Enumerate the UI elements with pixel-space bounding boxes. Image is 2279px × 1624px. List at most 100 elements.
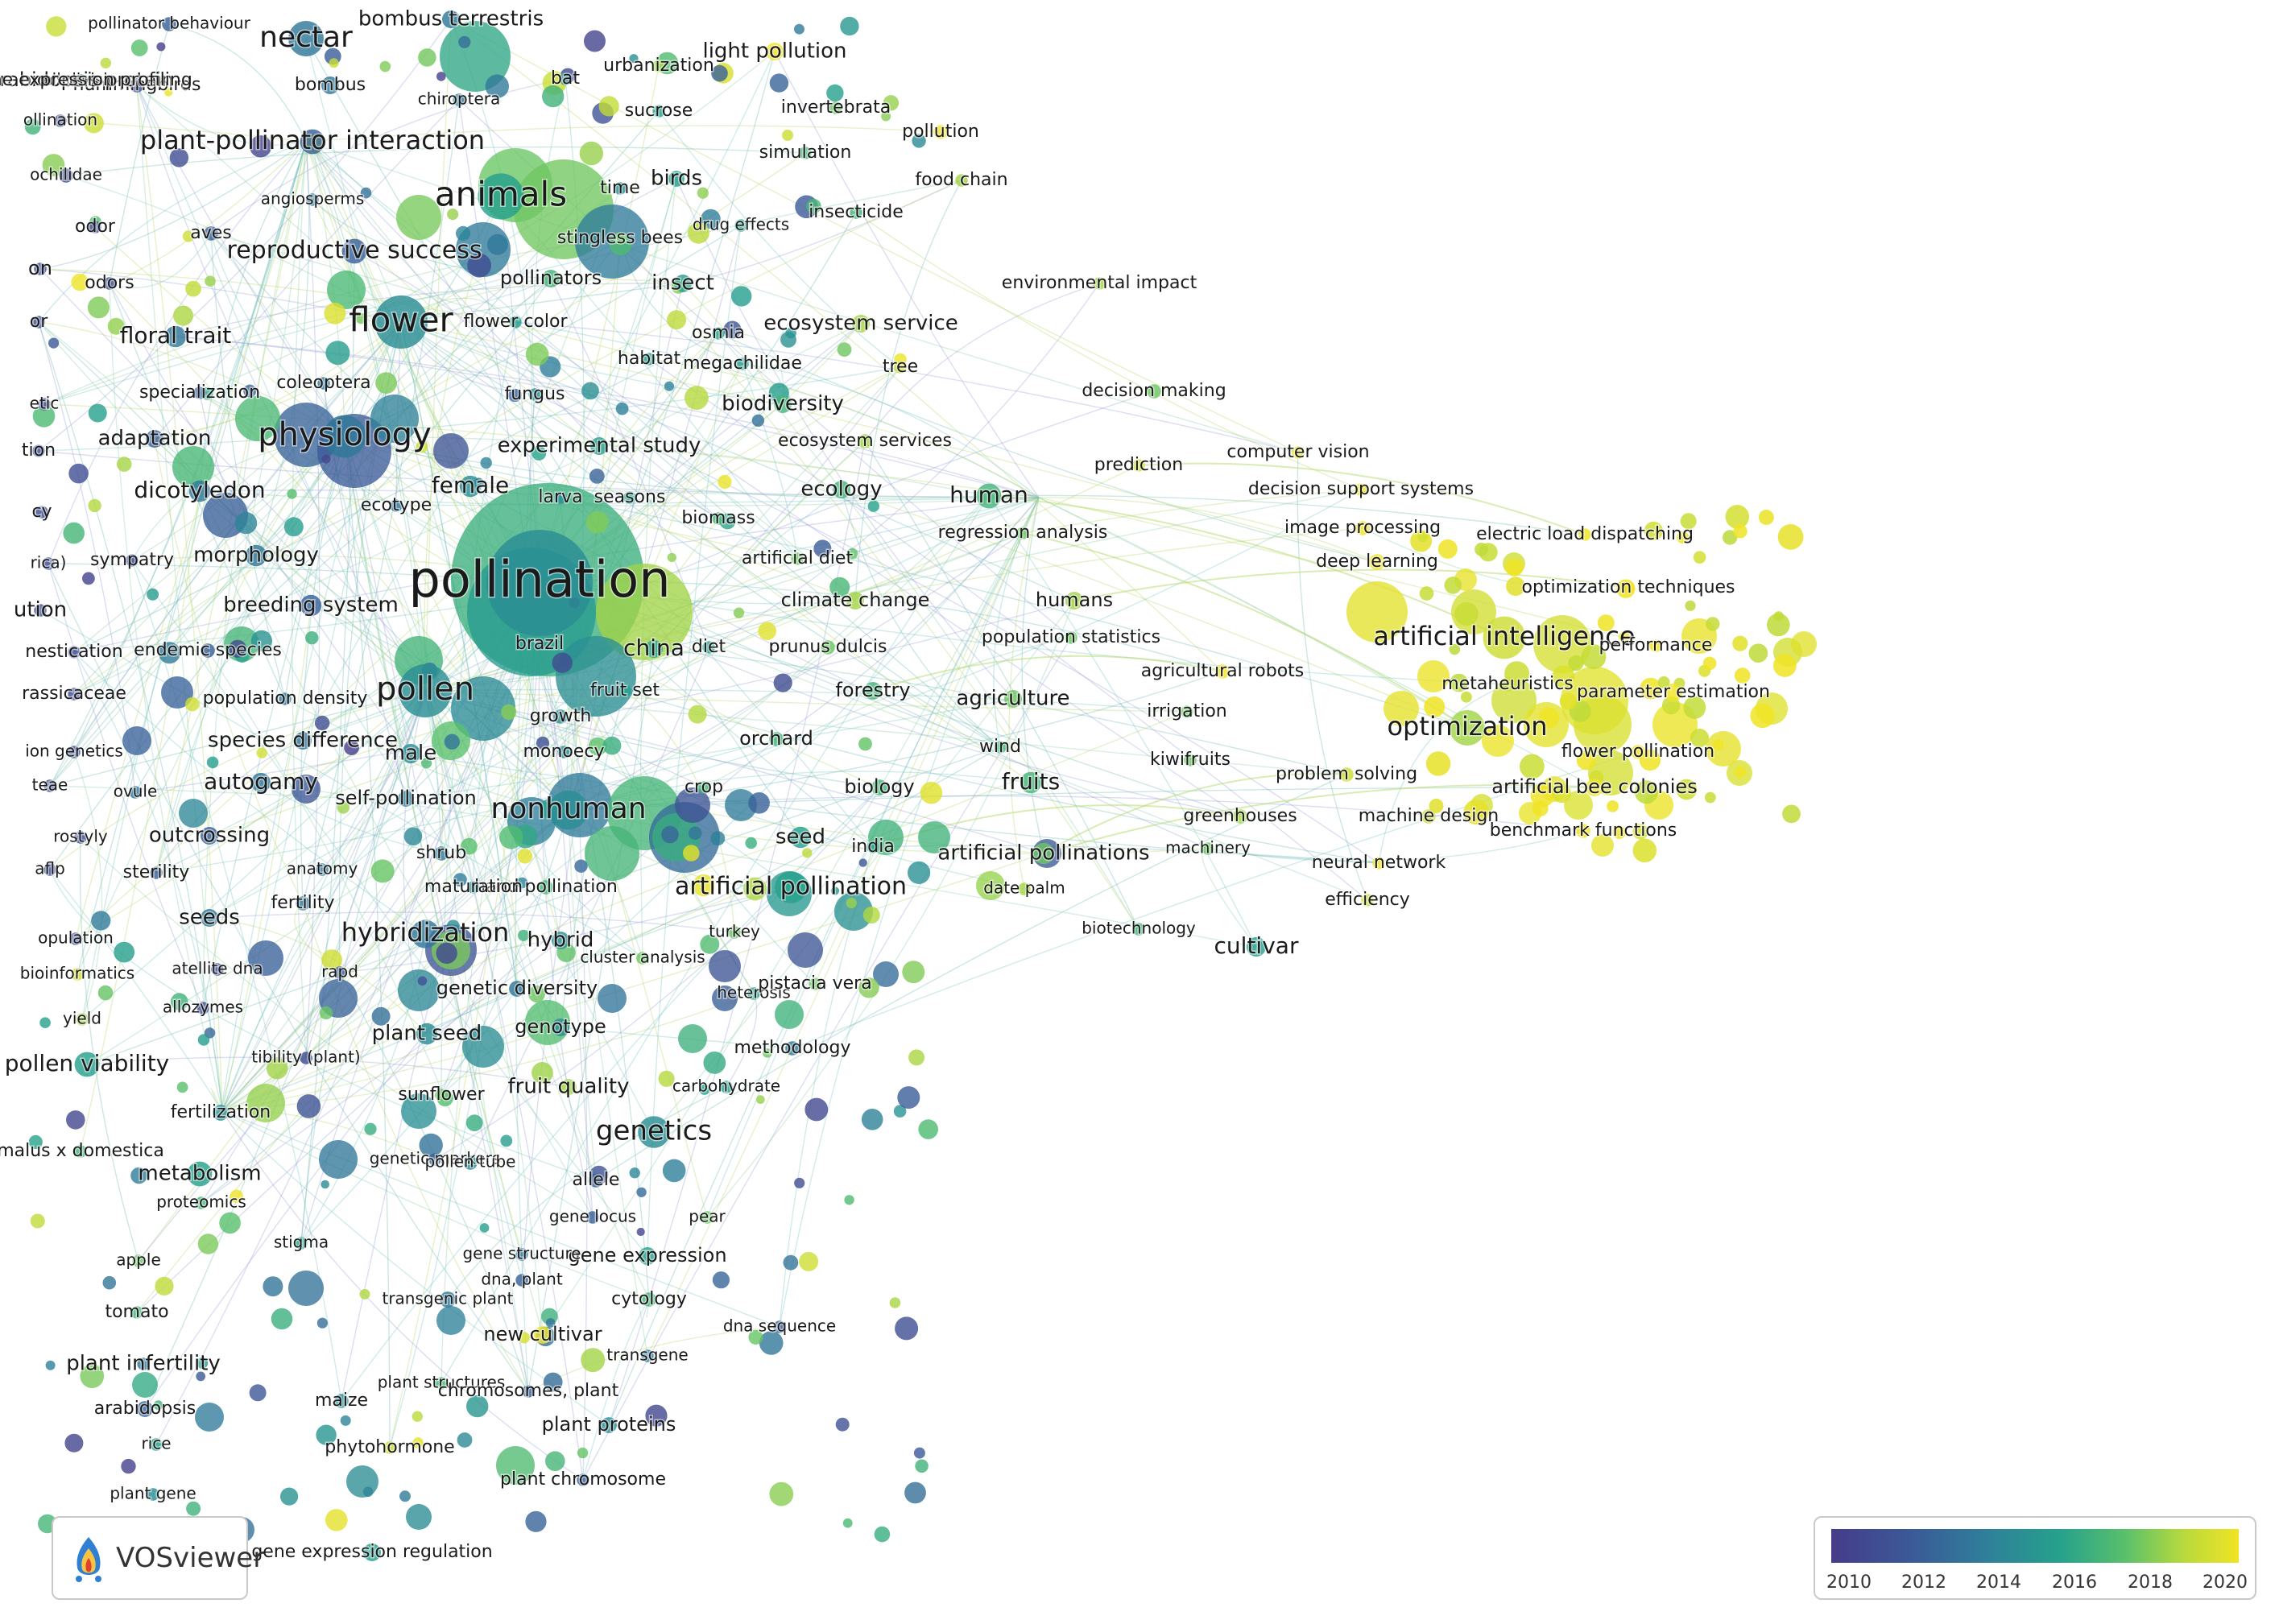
keyword-node[interactable] — [766, 43, 784, 60]
keyword-label[interactable]: bioinformatics — [19, 962, 135, 984]
node-dot[interactable] — [46, 16, 67, 37]
keyword-label[interactable]: biodiversity — [721, 391, 846, 417]
keyword-node[interactable] — [833, 481, 850, 498]
node-bubble[interactable] — [1706, 731, 1741, 767]
keyword-node[interactable] — [188, 480, 211, 502]
node-dot[interactable] — [545, 1318, 556, 1328]
node-dot[interactable] — [114, 941, 135, 963]
keyword-label[interactable]: nectar — [259, 20, 354, 56]
node-dot[interactable] — [1559, 692, 1577, 710]
node-dot[interactable] — [662, 1159, 686, 1183]
node-dot[interactable] — [842, 1518, 853, 1528]
keyword-label[interactable]: performance — [1598, 634, 1714, 657]
keyword-label[interactable]: morphology — [192, 542, 321, 568]
keyword-node[interactable] — [509, 316, 522, 329]
node-dot[interactable] — [42, 154, 65, 176]
keyword-label[interactable]: population statistics — [980, 626, 1161, 649]
keyword-node[interactable] — [1233, 809, 1247, 824]
node-bubble[interactable] — [556, 636, 636, 717]
node-dot[interactable] — [861, 1109, 883, 1130]
node-dot[interactable] — [1733, 524, 1748, 539]
node-dot[interactable] — [480, 457, 492, 469]
keyword-node[interactable] — [213, 1105, 229, 1121]
node-dot[interactable] — [1475, 543, 1488, 556]
keyword-node[interactable] — [1483, 616, 1526, 659]
keyword-label[interactable]: rassicaceae — [21, 683, 128, 705]
node-bubble[interactable] — [370, 395, 419, 443]
node-dot[interactable] — [1732, 635, 1748, 651]
keyword-node[interactable] — [317, 377, 330, 390]
node-dot[interactable] — [518, 929, 530, 941]
keyword-node[interactable] — [734, 219, 747, 232]
node-dot[interactable] — [1449, 643, 1461, 655]
node-dot[interactable] — [1520, 754, 1545, 779]
keyword-label[interactable]: wind — [978, 736, 1022, 758]
keyword-label[interactable]: stigma — [272, 1231, 329, 1253]
keyword-node[interactable] — [1361, 894, 1374, 907]
node-dot[interactable] — [271, 1308, 293, 1330]
node-bubble[interactable] — [235, 396, 280, 441]
keyword-label[interactable]: male — [383, 740, 437, 767]
keyword-node[interactable] — [1132, 459, 1145, 472]
keyword-label[interactable]: fruits — [1000, 767, 1061, 796]
node-dot[interactable] — [688, 705, 707, 724]
node-dot[interactable] — [447, 209, 459, 221]
keyword-label[interactable]: irrigation — [1146, 700, 1229, 723]
node-bubble[interactable] — [596, 564, 693, 660]
keyword-label[interactable]: ecotype — [359, 494, 432, 517]
node-dot[interactable] — [324, 302, 346, 324]
keyword-label[interactable]: plant infertility — [65, 1350, 222, 1377]
keyword-node[interactable] — [250, 772, 271, 793]
keyword-node[interactable] — [636, 952, 649, 965]
keyword-label[interactable]: drug effects — [691, 213, 790, 235]
keyword-node[interactable] — [416, 1023, 438, 1045]
keyword-label[interactable]: etic — [28, 392, 60, 414]
keyword-node[interactable] — [747, 987, 760, 1000]
node-dot[interactable] — [362, 1486, 374, 1498]
node-dot[interactable] — [844, 1195, 854, 1205]
keyword-node[interactable] — [32, 316, 45, 329]
node-dot[interactable] — [918, 1119, 938, 1139]
node-bubble[interactable] — [122, 726, 151, 755]
node-dot[interactable] — [344, 740, 359, 755]
node-dot[interactable] — [751, 414, 765, 427]
node-dot[interactable] — [1758, 510, 1774, 525]
keyword-node[interactable] — [435, 1377, 448, 1390]
node-bubble[interactable] — [775, 1000, 804, 1029]
node-dot[interactable] — [88, 403, 107, 423]
keyword-node[interactable] — [614, 182, 627, 195]
keyword-label[interactable]: simulation — [758, 142, 853, 164]
node-bubble[interactable] — [396, 195, 441, 240]
keyword-node[interactable] — [1016, 527, 1029, 539]
node-dot[interactable] — [1619, 631, 1630, 643]
keyword-node[interactable] — [411, 919, 440, 948]
keyword-node[interactable] — [68, 646, 81, 659]
node-bubble[interactable] — [1791, 631, 1817, 657]
node-dot[interactable] — [417, 976, 428, 986]
keyword-node[interactable] — [534, 1326, 552, 1344]
node-dot[interactable] — [683, 845, 700, 862]
keyword-label[interactable]: insect — [651, 270, 716, 296]
node-dot[interactable] — [243, 384, 257, 398]
keyword-label[interactable]: neural network — [1310, 852, 1447, 874]
node-dot[interactable] — [893, 1105, 907, 1118]
node-dot[interactable] — [1444, 576, 1462, 594]
node-dot[interactable] — [321, 949, 342, 970]
node-dot[interactable] — [1748, 643, 1768, 663]
node-dot[interactable] — [379, 60, 391, 72]
keyword-label[interactable]: kiwifruits — [1149, 749, 1232, 771]
keyword-label[interactable]: teae — [31, 774, 69, 795]
node-dot[interactable] — [687, 221, 709, 244]
node-bubble[interactable] — [172, 446, 214, 488]
keyword-node[interactable] — [509, 981, 525, 997]
keyword-node[interactable] — [296, 896, 310, 911]
node-dot[interactable] — [256, 747, 267, 758]
keyword-label[interactable]: gene expression regulation — [250, 1541, 494, 1564]
node-dot[interactable] — [205, 275, 216, 287]
keyword-label[interactable]: yield — [62, 1007, 103, 1029]
keyword-node[interactable] — [383, 1441, 396, 1454]
node-dot[interactable] — [802, 848, 813, 858]
node-dot[interactable] — [321, 1180, 330, 1189]
node-dot[interactable] — [731, 286, 752, 307]
node-dot[interactable] — [920, 782, 943, 804]
